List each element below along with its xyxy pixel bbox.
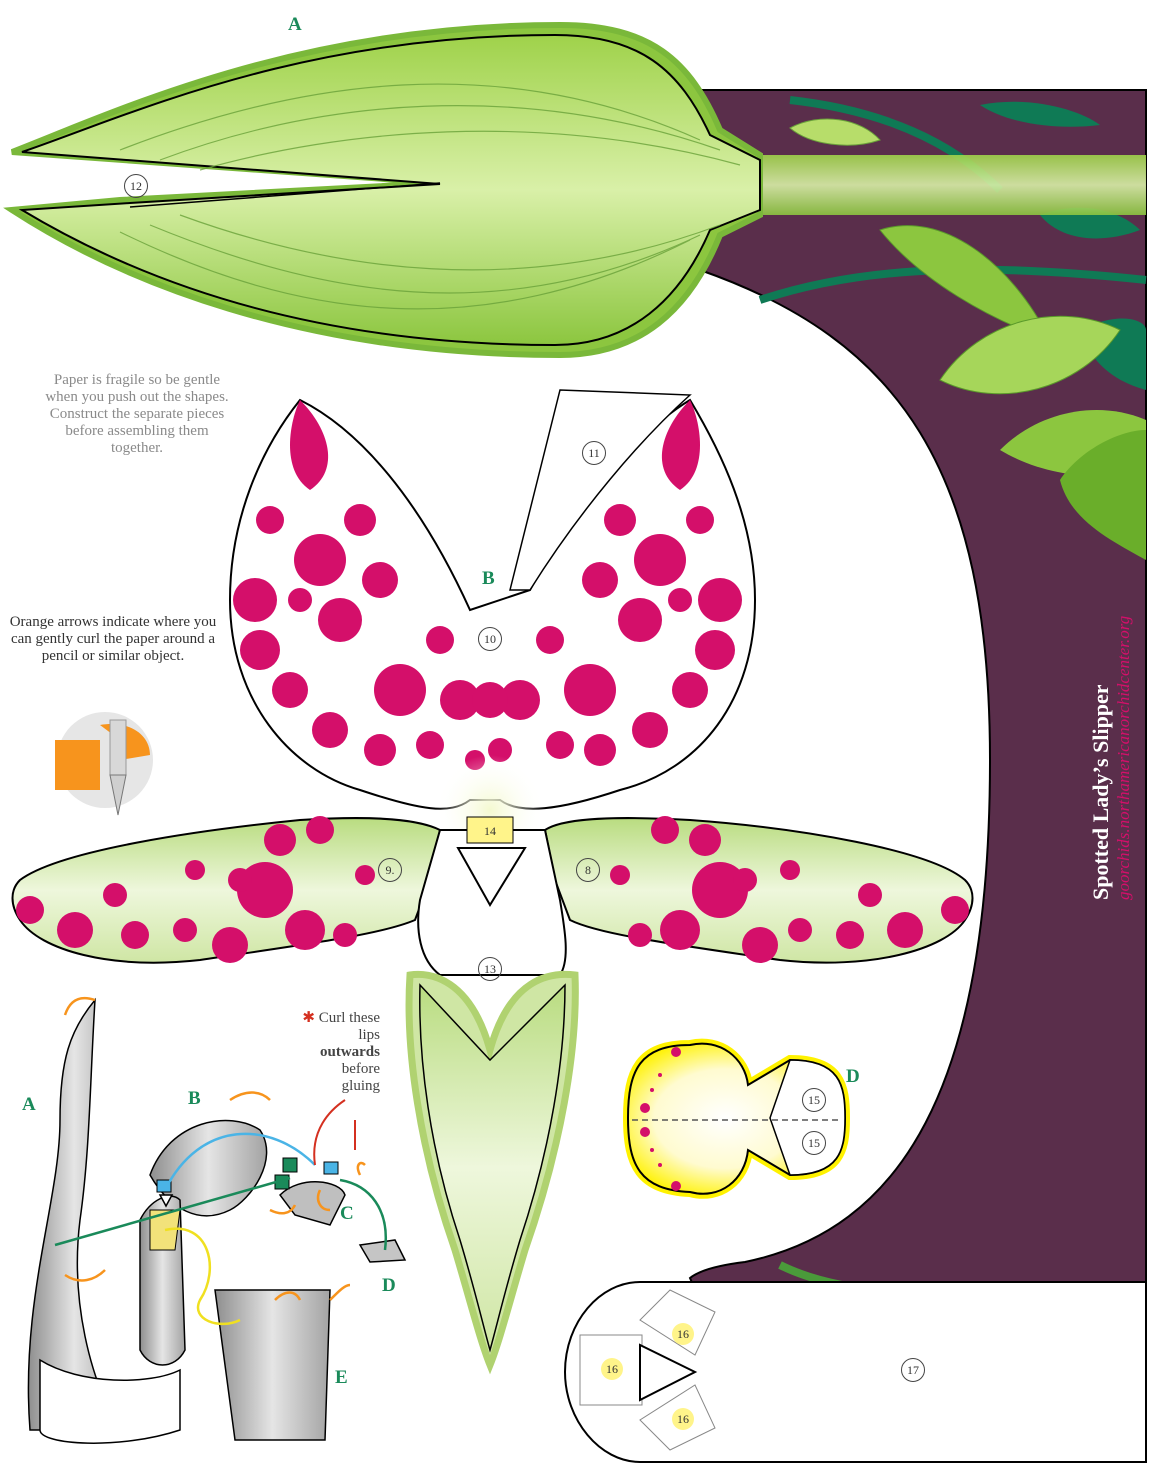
assembly-a-label: A bbox=[22, 1094, 36, 1116]
fragile-note: Paper is fragile so be gentle when you p… bbox=[42, 372, 232, 457]
curl-note-part1: Curl these lips bbox=[319, 1010, 380, 1043]
number-16-bottom: 16 bbox=[672, 1408, 694, 1430]
orange-arrows-note: Orange arrows indicate where you can gen… bbox=[8, 614, 218, 665]
number-16-top: 16 bbox=[672, 1323, 694, 1345]
number-17: 17 bbox=[901, 1358, 925, 1382]
piece-b-label: B bbox=[482, 568, 495, 590]
curl-star-icon: ✱ bbox=[302, 1010, 315, 1026]
curl-note: ✱ Curl these lips outwards before gluing bbox=[300, 1010, 380, 1095]
number-16-left: 16 bbox=[601, 1358, 623, 1380]
curl-note-bold: outwards bbox=[320, 1044, 380, 1060]
number-15-top: 15 bbox=[802, 1088, 826, 1112]
vertical-title: Spotted Lady’s Slipper goorchids.northam… bbox=[1088, 616, 1134, 900]
piece-a-label: A bbox=[288, 14, 302, 36]
number-13: 13 bbox=[478, 957, 502, 981]
assembly-e-label: E bbox=[335, 1367, 348, 1389]
assembly-d-label: D bbox=[382, 1275, 396, 1297]
piece-d-label: D bbox=[846, 1066, 860, 1088]
number-9: 9. bbox=[378, 858, 402, 882]
title-main: Spotted Lady’s Slipper bbox=[1088, 616, 1114, 900]
number-8: 8 bbox=[576, 858, 600, 882]
number-14: 14 bbox=[479, 820, 501, 842]
curl-note-part2: before gluing bbox=[342, 1061, 380, 1094]
number-12: 12 bbox=[124, 174, 148, 198]
assembly-c-label: C bbox=[340, 1203, 354, 1225]
number-11: 11 bbox=[582, 441, 606, 465]
number-10: 10 bbox=[478, 627, 502, 651]
stem-band bbox=[760, 155, 1146, 215]
title-url: goorchids.northamericanorchidcenter.org bbox=[1114, 616, 1134, 900]
number-15-bottom: 15 bbox=[802, 1131, 826, 1155]
pencil-curl-icon bbox=[55, 712, 153, 815]
assembly-b-label: B bbox=[188, 1088, 201, 1110]
